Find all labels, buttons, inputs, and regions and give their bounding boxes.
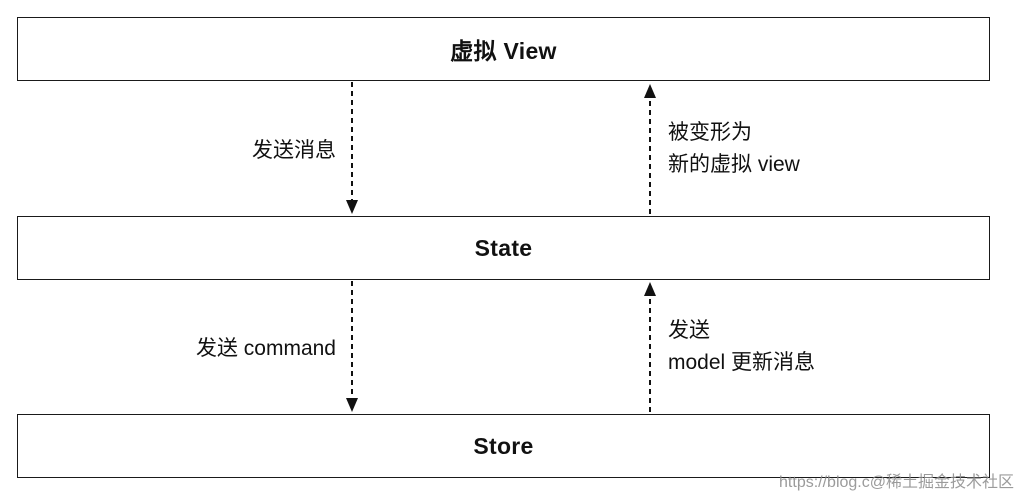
edge-label-line: 新的虚拟 view (668, 153, 800, 176)
arrowhead-down-icon (346, 200, 358, 214)
state-box: State (17, 216, 990, 280)
edge-label-line: model 更新消息 (668, 351, 816, 374)
arrowhead-up-icon (644, 282, 656, 296)
store-box: Store (17, 414, 990, 478)
edge-label-transformed: 被变形为 新的虚拟 view (668, 117, 800, 181)
edge-label-send-command: 发送 command (196, 333, 336, 365)
watermark: https://blog.c@稀土掘金技术社区 (779, 474, 1014, 491)
edge-label-line: 发送消息 (252, 139, 336, 162)
virtual-view-label: 虚拟 View (450, 38, 557, 64)
state-label: State (474, 234, 533, 261)
virtual-view-box: 虚拟 View (17, 17, 990, 81)
edge-label-line: 发送 command (195, 337, 336, 360)
edge-label-send-message: 发送消息 (252, 135, 336, 167)
arrowhead-down-icon (346, 398, 358, 412)
edge-label-model-update: 发送 model 更新消息 (668, 315, 815, 379)
edge-label-line: 发送 (668, 319, 710, 342)
edge-label-line: 被变形为 (668, 121, 752, 144)
store-label: Store (473, 432, 534, 459)
arrowhead-up-icon (644, 84, 656, 98)
